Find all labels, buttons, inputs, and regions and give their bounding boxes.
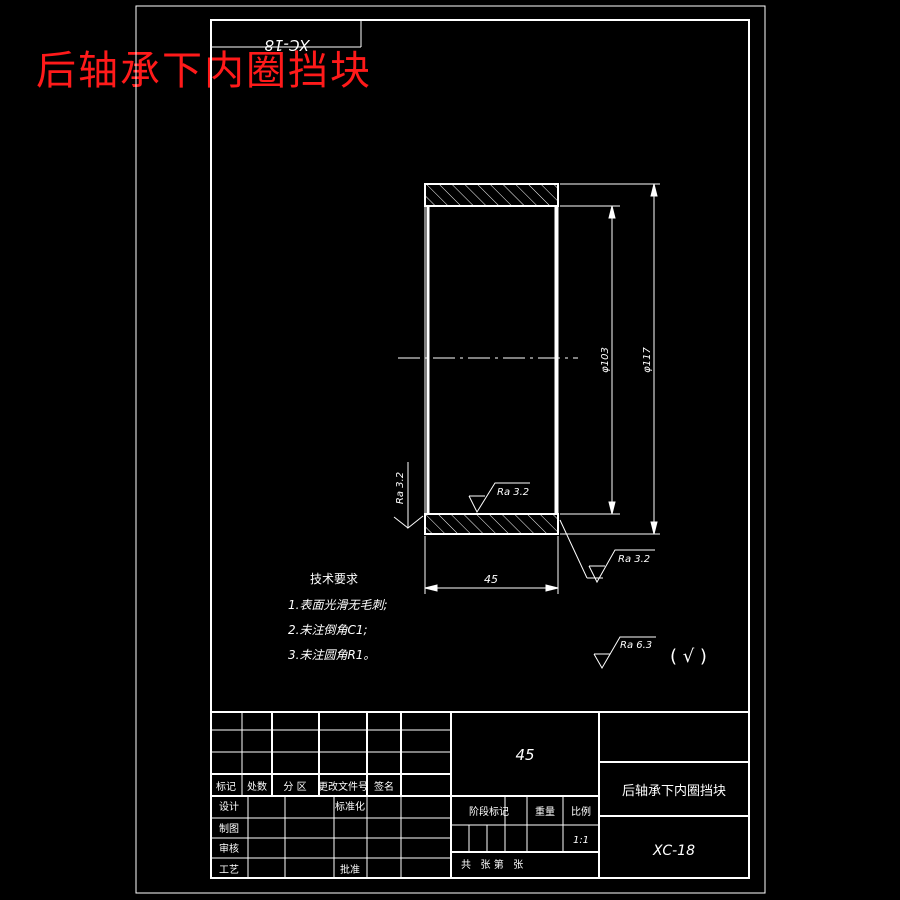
top-wall-hatch bbox=[424, 183, 559, 207]
role-draft: 制图 bbox=[219, 822, 239, 835]
title-block bbox=[211, 711, 749, 878]
tech-req-item-1: 1.表面光滑无毛刺; bbox=[288, 598, 388, 612]
dim-outer-diameter bbox=[560, 183, 660, 535]
ratio-label: 比例 bbox=[571, 805, 591, 818]
corner-code-mirrored: XC-18 bbox=[265, 36, 311, 54]
drawing-no-label: XC-18 bbox=[652, 843, 695, 859]
roughness-outer bbox=[559, 519, 655, 584]
outer-diameter-label: φ117 bbox=[642, 347, 653, 373]
outer-border bbox=[135, 5, 766, 894]
roughness-general-suffix: ( √ ) bbox=[670, 646, 707, 667]
tech-req-item-2: 2.未注倒角C1; bbox=[288, 623, 368, 637]
part-name-label: 后轴承下内圈挡块 bbox=[622, 783, 726, 799]
roughness-bore-label: Ra 3.2 bbox=[497, 487, 529, 498]
dim-inner-diameter bbox=[560, 205, 620, 515]
roughness-left-face bbox=[393, 462, 424, 530]
inner-frame bbox=[210, 19, 750, 879]
scale-value: 1:1 bbox=[573, 835, 589, 846]
tech-req-item-3: 3.未注圆角R1。 bbox=[288, 648, 375, 662]
roughness-general bbox=[593, 636, 656, 670]
overlay-title: 后轴承下内圈挡块 bbox=[36, 48, 372, 94]
corner-code-box: XC-18 bbox=[211, 20, 362, 54]
stage-mark-label: 阶段标记 bbox=[469, 805, 509, 818]
rev-header-count: 处数 bbox=[247, 780, 267, 793]
role-design: 设计 bbox=[219, 800, 239, 813]
roughness-left-face-label: Ra 3.2 bbox=[395, 472, 406, 504]
weight-label: 重量 bbox=[535, 805, 555, 818]
rev-header-doc: 更改文件号 bbox=[318, 780, 368, 793]
approve-label: 批准 bbox=[340, 863, 360, 876]
dim-width bbox=[424, 536, 559, 594]
rev-header-zone: 分 区 bbox=[283, 781, 306, 793]
role-check: 审核 bbox=[219, 842, 239, 855]
rev-header-sign: 签名 bbox=[374, 780, 394, 793]
roughness-general-label: Ra 6.3 bbox=[620, 640, 652, 651]
part-section bbox=[398, 183, 578, 535]
tech-req-heading: 技术要求 bbox=[310, 572, 358, 586]
standardization-label: 标准化 bbox=[335, 800, 365, 813]
bottom-wall-hatch bbox=[424, 513, 559, 535]
roughness-bore bbox=[468, 482, 530, 514]
width-label: 45 bbox=[484, 573, 498, 586]
rev-header-mark: 标记 bbox=[216, 781, 236, 793]
inner-diameter-label: φ103 bbox=[600, 347, 611, 373]
material-label: 45 bbox=[515, 746, 534, 764]
role-process: 工艺 bbox=[219, 864, 239, 876]
sheets-label: 共 张 第 张 bbox=[461, 858, 523, 871]
roughness-outer-label: Ra 3.2 bbox=[618, 554, 650, 565]
